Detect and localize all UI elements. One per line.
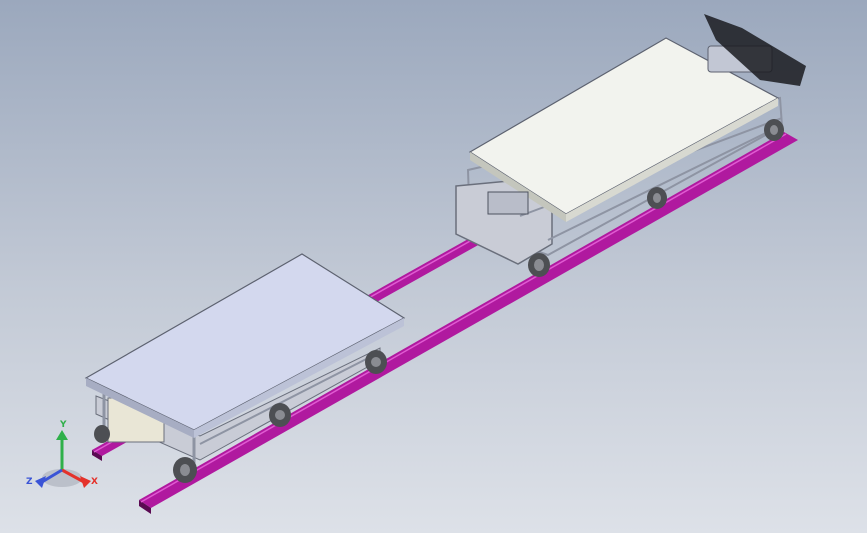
near-cart[interactable]: [84, 253, 406, 483]
near-cart-wheel: [365, 350, 387, 374]
coordinate-triad: [35, 430, 91, 488]
rail-right-highlight: [140, 133, 787, 503]
triad-y-label: Y: [60, 420, 67, 430]
near-cart-wheel: [94, 425, 110, 443]
near-cart-wheel: [269, 403, 291, 427]
triad-x-axis: [61, 468, 85, 484]
triad-z-arrow: [35, 476, 46, 488]
far-cart-deck-edge: [566, 98, 778, 222]
far-cart-beam: [547, 125, 781, 241]
far-cart-wheel: [647, 187, 667, 209]
rail-right-side: [139, 500, 151, 514]
far-cart-wheel: [764, 119, 784, 141]
triad-z-axis: [41, 468, 63, 484]
far-cart-shadow: [704, 14, 806, 86]
triad-x-label: X: [91, 477, 98, 487]
far-cart-deck-edge: [470, 152, 566, 222]
near-cart-beam: [199, 351, 381, 445]
rail-right-top: [139, 132, 798, 508]
triad-z-label: Z: [26, 477, 33, 487]
triad-y-arrow: [56, 430, 68, 440]
far-cart-gearbox: [487, 191, 529, 215]
near-cart-wheel: [173, 457, 197, 483]
far-cart[interactable]: [455, 14, 806, 277]
triad-x-arrow: [80, 476, 91, 488]
triad-base: [42, 469, 82, 487]
far-cart-wheel: [528, 253, 550, 277]
near-cart-deck-edge: [86, 378, 194, 438]
near-cart-deck-edge: [194, 318, 404, 438]
rail-left-side: [92, 450, 102, 461]
